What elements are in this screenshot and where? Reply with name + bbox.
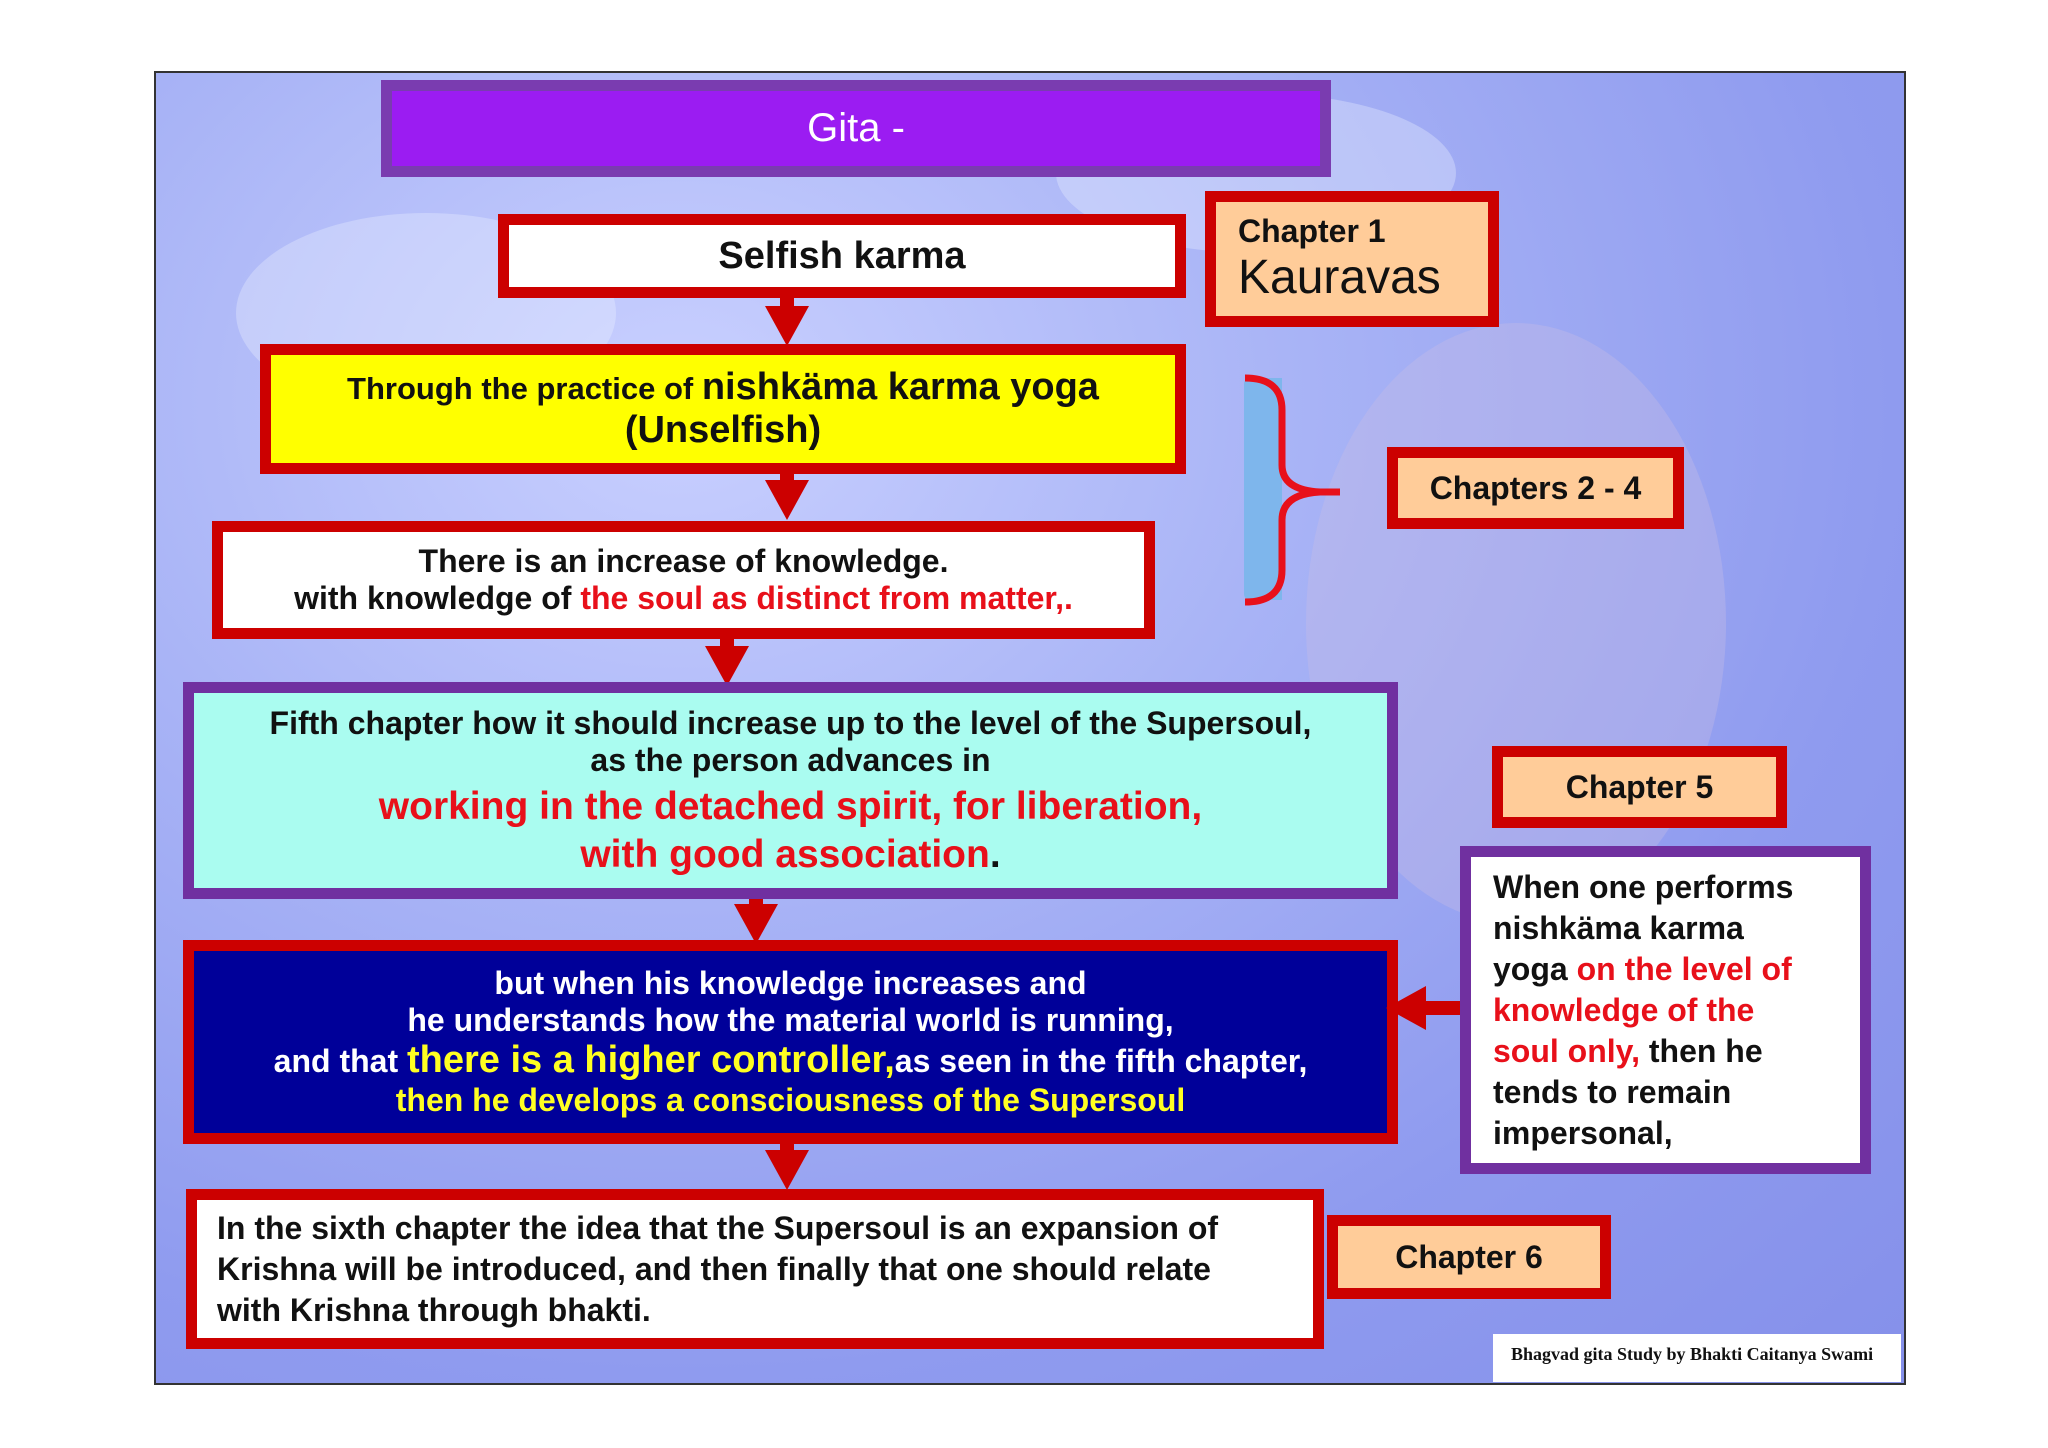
fifth-line4-end: . xyxy=(989,832,1001,876)
title-text: Gita - xyxy=(807,106,905,150)
down-arrow xyxy=(765,1150,809,1190)
impersonal-note: When one performs nishkäma karma yoga on… xyxy=(1460,846,1871,1174)
nishkama-main: nishkäma karma yoga xyxy=(701,366,1099,408)
fifth-line2: as the person advances in xyxy=(590,741,991,778)
sixth-chapter-box: In the sixth chapter the idea that the S… xyxy=(186,1189,1324,1349)
left-arrow xyxy=(1386,986,1426,1030)
blue-line3: and that there is a higher controller,as… xyxy=(274,1039,1308,1082)
chapter5-text: Chapter 5 xyxy=(1565,768,1714,805)
note-line5-red: soul only, xyxy=(1493,1032,1640,1069)
note-line6: tends to remain xyxy=(1493,1073,1732,1110)
down-arrow xyxy=(705,646,749,686)
selfish-karma-text: Selfish karma xyxy=(718,234,966,277)
sixth-line2: Krishna will be introduced, and then fin… xyxy=(217,1250,1211,1287)
note-line7: impersonal, xyxy=(1493,1114,1673,1151)
fifth-line4-red: with good association xyxy=(580,832,990,876)
nishkama-line1: Through the practice of nishkäma karma y… xyxy=(347,366,1099,409)
brace-fill xyxy=(1244,378,1282,600)
chapters2-4-label: Chapters 2 - 4 xyxy=(1387,447,1684,529)
note-line5-black: then he xyxy=(1639,1032,1763,1069)
note-line3-red: on the level of xyxy=(1576,950,1792,987)
chapter6-text: Chapter 6 xyxy=(1395,1238,1543,1275)
chapter1-small: Chapter 1 xyxy=(1238,213,1386,249)
down-arrow xyxy=(734,904,778,944)
blue-line4: then he develops a consciousness of the … xyxy=(395,1082,1186,1118)
note-line2: nishkäma karma xyxy=(1493,909,1744,946)
curly-brace xyxy=(1244,374,1340,606)
chapter1-big: Kauravas xyxy=(1238,251,1441,304)
blue-line3-pre: and that xyxy=(273,1043,407,1079)
nishkama-box: Through the practice of nishkäma karma y… xyxy=(260,344,1186,474)
blue-line3-yellow: there is a higher controller, xyxy=(406,1039,895,1081)
knowledge-line1: There is an increase of knowledge. xyxy=(418,543,949,579)
credit-text: Bhagvad gita Study by Bhakti Caitanya Sw… xyxy=(1511,1344,1874,1364)
arrow-stem xyxy=(720,639,734,649)
arrow-stem xyxy=(780,474,794,482)
chapter6-label: Chapter 6 xyxy=(1327,1215,1611,1299)
nishkama-sub: (Unselfish) xyxy=(624,409,822,451)
knowledge-box: There is an increase of knowledge. with … xyxy=(212,521,1155,639)
chapter1-label: Chapter 1 Kauravas xyxy=(1205,191,1499,327)
blue-line1: but when his knowledge increases and xyxy=(494,965,1087,1001)
note-line3: yoga on the level of xyxy=(1493,949,1792,990)
knowledge-red: the soul as distinct from matter,. xyxy=(580,580,1073,616)
down-arrow xyxy=(765,480,809,520)
note-line4: knowledge of the xyxy=(1493,991,1755,1028)
blue-line3-post: as seen in the fifth chapter, xyxy=(894,1043,1308,1079)
left-arrow-stem xyxy=(1418,1001,1470,1015)
supersoul-box: but when his knowledge increases and he … xyxy=(183,940,1398,1144)
note-line1: When one performs xyxy=(1493,868,1794,905)
arrow-stem xyxy=(749,899,763,907)
sixth-line1: In the sixth chapter the idea that the S… xyxy=(217,1209,1219,1246)
note-line5: soul only, then he xyxy=(1493,1031,1763,1072)
blue-line2: he understands how the material world is… xyxy=(407,1002,1174,1038)
fifth-line1: Fifth chapter how it should increase up … xyxy=(269,704,1312,741)
note-line3-black: yoga xyxy=(1493,950,1577,987)
knowledge-black: with knowledge of xyxy=(294,580,581,616)
down-arrow xyxy=(765,306,809,346)
knowledge-line2: with knowledge of the soul as distinct f… xyxy=(294,580,1073,617)
title-box: Gita - xyxy=(381,80,1331,177)
fifth-line3: working in the detached spirit, for libe… xyxy=(378,784,1203,828)
chapters2-4-text: Chapters 2 - 4 xyxy=(1429,469,1642,506)
sixth-line3: with Krishna through bhakti. xyxy=(217,1291,651,1328)
arrow-stem xyxy=(780,1144,794,1152)
chapter5-label: Chapter 5 xyxy=(1492,746,1787,828)
nishkama-pre: Through the practice of xyxy=(347,371,702,406)
credit-box: Bhagvad gita Study by Bhakti Caitanya Sw… xyxy=(1493,1334,1901,1382)
fifth-chapter-box: Fifth chapter how it should increase up … xyxy=(183,682,1398,899)
selfish-karma-box: Selfish karma xyxy=(498,214,1186,298)
fifth-line4: with good association. xyxy=(580,833,1000,877)
arrow-stem xyxy=(780,298,794,308)
